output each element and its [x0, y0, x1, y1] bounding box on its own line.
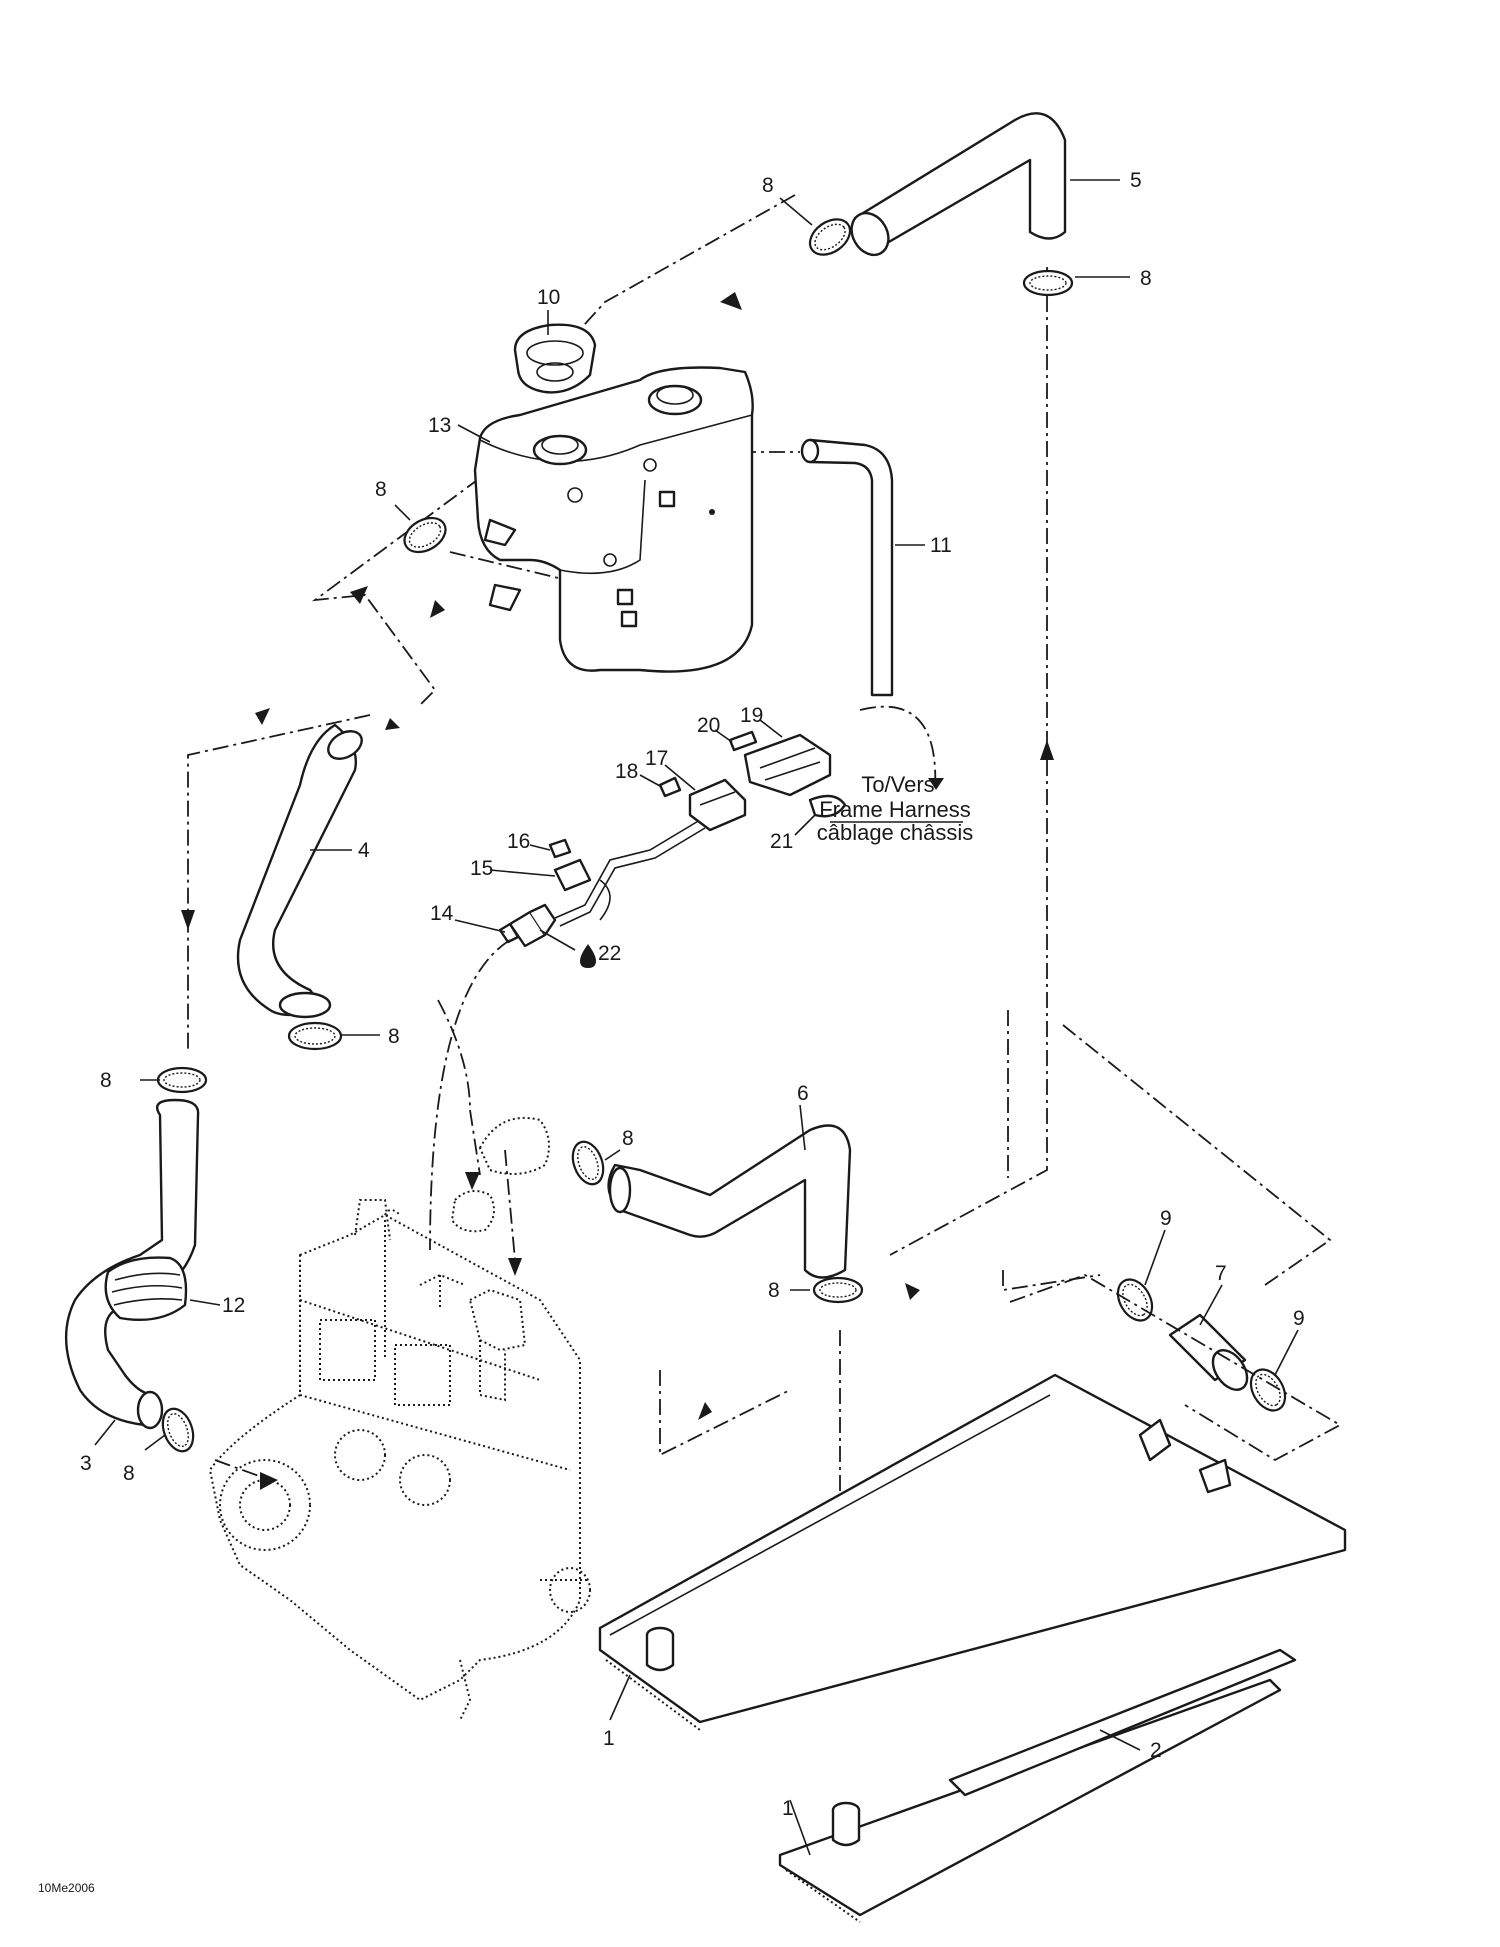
- hose-5: [850, 112, 1067, 257]
- callout-8-left: 8: [100, 1069, 112, 1092]
- connector-19: [743, 733, 832, 797]
- flow-arrow-icon: [698, 1402, 712, 1420]
- callout-9-a: 9: [1160, 1207, 1172, 1230]
- seal-strip-2: [948, 1648, 1297, 1797]
- callout-2: 2: [1150, 1739, 1162, 1762]
- flow-arrow-icon: [255, 708, 270, 725]
- sensor-flow-line: [429, 939, 511, 1251]
- harness-note-line2: Frame Harness: [819, 797, 971, 822]
- clamp-8-hose3: [161, 1407, 195, 1453]
- callout-15: 15: [470, 857, 493, 880]
- callout-21: 21: [770, 830, 793, 853]
- flow-arrow-icon: [430, 600, 445, 618]
- thermostat-housing: [437, 999, 550, 1276]
- harness-note-line3: câblage châssis: [817, 820, 974, 845]
- flow-arrow-icon: [508, 1258, 522, 1276]
- callout-18: 18: [615, 760, 638, 783]
- callout-7: 7: [1215, 1262, 1227, 1285]
- callout-8-hose4: 8: [388, 1025, 400, 1048]
- coupler-sleeve-12: [104, 1256, 188, 1321]
- heat-exchanger-1-lower: [778, 1678, 1282, 1923]
- hose-6: [607, 1124, 852, 1279]
- coolant-tank-13: [473, 366, 754, 673]
- callout-20: 20: [697, 714, 720, 737]
- connector-17: [688, 778, 747, 832]
- callout-1-lower: 1: [782, 1797, 794, 1820]
- callout-6: 6: [797, 1082, 809, 1105]
- liquid-drop-icon: [580, 944, 596, 968]
- flow-arrow-icon: [905, 1283, 920, 1300]
- callout-8-right: 8: [1140, 267, 1152, 290]
- callout-17: 17: [645, 747, 668, 770]
- callout-8-tank: 8: [375, 478, 387, 501]
- terminal-16: [548, 838, 572, 859]
- callout-4: 4: [358, 839, 370, 862]
- harness-note-line1: To/Vers: [861, 772, 934, 797]
- clamp-9-b: [1249, 1368, 1287, 1412]
- flow-arrow-icon: [1040, 740, 1054, 760]
- callout-10: 10: [537, 286, 560, 309]
- sleeve-7: [1168, 1313, 1249, 1391]
- clamp-8-tank: [403, 516, 447, 554]
- seal-21: [808, 794, 847, 818]
- terminal-20: [728, 730, 758, 752]
- callout-9-b: 9: [1293, 1307, 1305, 1330]
- callout-8-hose6-bottom: 8: [768, 1279, 780, 1302]
- flow-arrow-icon: [350, 586, 368, 604]
- callout-22: 22: [598, 942, 621, 965]
- callout-12: 12: [222, 1294, 245, 1317]
- terminal-18: [658, 776, 682, 798]
- flow-arrow-icon: [181, 910, 195, 930]
- callout-13: 13: [428, 414, 451, 437]
- flow-lines: [187, 194, 1332, 1635]
- connector-15: [553, 858, 592, 892]
- wiring-harness: [554, 819, 706, 927]
- callout-8-hose3: 8: [123, 1462, 135, 1485]
- clamp-8-hose6-bottom: [812, 1276, 864, 1304]
- callout-14: 14: [430, 902, 454, 925]
- callout-8-hose6: 8: [622, 1127, 634, 1150]
- clamp-8-top: [808, 218, 852, 256]
- callouts: 1 1 2 3 4 5 6 7 8 8 8 8 8 8 8 8 9 9 10 1…: [80, 169, 1305, 1820]
- leader-lines: [94, 179, 1299, 1856]
- clamp-8-left: [156, 1066, 208, 1094]
- callout-19: 19: [740, 704, 763, 727]
- callout-11: 11: [930, 534, 952, 557]
- drawing-code: 10Me2006: [38, 1881, 95, 1895]
- frame-harness-note: To/Vers Frame Harness câblage châssis: [817, 772, 974, 845]
- temperature-sensor-14: [498, 903, 557, 948]
- hose-11: [800, 438, 894, 697]
- engine-block: [208, 1199, 591, 1721]
- clamp-8-hose4: [287, 1021, 343, 1051]
- callout-1-upper: 1: [603, 1727, 615, 1750]
- flow-arrow-icon: [385, 718, 400, 730]
- clamp-8-hose6: [571, 1140, 605, 1186]
- radiator-cap-10: [513, 323, 597, 394]
- callout-16: 16: [507, 830, 530, 853]
- clamps-8: [156, 218, 1074, 1453]
- heat-exchanger-1-upper: [598, 1373, 1347, 1731]
- flow-arrow-icon: [928, 778, 944, 790]
- clamp-9-a: [1116, 1278, 1154, 1322]
- hose-4: [236, 723, 363, 1019]
- callout-8-top: 8: [762, 174, 774, 197]
- callout-5: 5: [1130, 169, 1142, 192]
- flow-arrow-icon: [720, 292, 742, 310]
- flow-arrow-icon: [465, 1172, 480, 1190]
- clamp-8-right-top: [1022, 269, 1074, 297]
- callout-3: 3: [80, 1452, 92, 1475]
